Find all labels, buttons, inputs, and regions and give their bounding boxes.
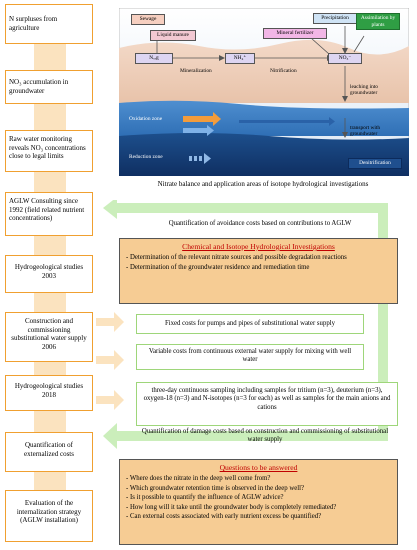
reduction-zone-label: Reduction zone <box>129 154 163 160</box>
flow-step-hydrogeological-2003: Hydrogeological studies 2003 <box>5 255 93 293</box>
no3-box: NO₃⁻ <box>328 53 362 64</box>
nh4-box: NH₄⁺ <box>225 53 255 64</box>
sampling-box: three-day continuous sampling including … <box>136 382 398 426</box>
chemical-item: - Determination of the relevant nitrate … <box>126 254 347 262</box>
precipitation-label: Precipitation <box>313 13 357 24</box>
flow-step-n-surplus: N surpluses from agriculture <box>5 4 93 44</box>
questions-title: Questions to be answered <box>219 463 298 472</box>
chemical-isotope-title: Chemical and Isotope Hydrological Invest… <box>182 242 335 251</box>
liquid-manure-label: Liquid manure <box>150 30 196 41</box>
flow-step-hydrogeological-2018: Hydrogeological studies 2018 <box>5 375 93 411</box>
questions-box: Questions to be answered - Where does th… <box>119 459 398 545</box>
assimilation-label: Assimilation by plants <box>356 13 400 31</box>
question-item: - Which groundwater retention time is ob… <box>126 484 305 492</box>
mineral-fertilizer-label: Mineral fertilizer <box>263 28 327 39</box>
flow-step-quantification: Quantification of externalized costs <box>5 432 93 472</box>
fixed-costs-box: Fixed costs for pumps and pipes of subst… <box>136 314 364 334</box>
flow-step-raw-water-monitoring: Raw water monitoring reveals NO₃ concent… <box>5 130 93 172</box>
flow-step-evaluation: Evaluation of the internalization strate… <box>5 490 93 542</box>
question-item: - Where does the nitrate in the deep wel… <box>126 475 271 483</box>
leaching-label: leaching into groundwater <box>350 84 378 97</box>
denitrification-label: Denitrification <box>348 158 402 169</box>
chemical-item: - Determination of the groundwater resid… <box>126 263 310 271</box>
flow-step-no3-accumulation: NO₃ accumulation in groundwater <box>5 70 93 104</box>
mineralization-label: Mineralization <box>180 68 212 74</box>
avoidance-costs-note: Quantification of avoidance costs based … <box>168 220 352 227</box>
transport-label: transport with groundwater <box>350 125 381 138</box>
flow-step-construction: Construction and commissioning substitut… <box>5 312 93 362</box>
question-item: - How long will it take until the ground… <box>126 503 337 511</box>
green-feedback-arrow <box>103 200 388 449</box>
question-item: - Can external costs associated with ear… <box>126 513 322 521</box>
oxidation-zone-label: Oxidation zone <box>129 116 163 122</box>
sewage-label: Sewage <box>131 14 165 25</box>
question-item: - Is it possible to quantify the influen… <box>126 494 284 502</box>
damage-costs-note: Quantification of damage costs based on … <box>141 428 389 444</box>
variable-costs-box: Variable costs from continuous external … <box>136 344 364 370</box>
nitrification-label: Nitrification <box>270 68 297 74</box>
diagram-caption: Nitrate balance and application areas of… <box>157 180 369 188</box>
chemical-isotope-box: Chemical and Isotope Hydrological Invest… <box>119 238 398 304</box>
cost-pointer-arrows <box>96 312 124 410</box>
n-org-box: Nₒᵣg <box>135 53 173 64</box>
flow-step-aglw-consulting: AGLW Consulting since 1992 (field relate… <box>5 192 93 236</box>
